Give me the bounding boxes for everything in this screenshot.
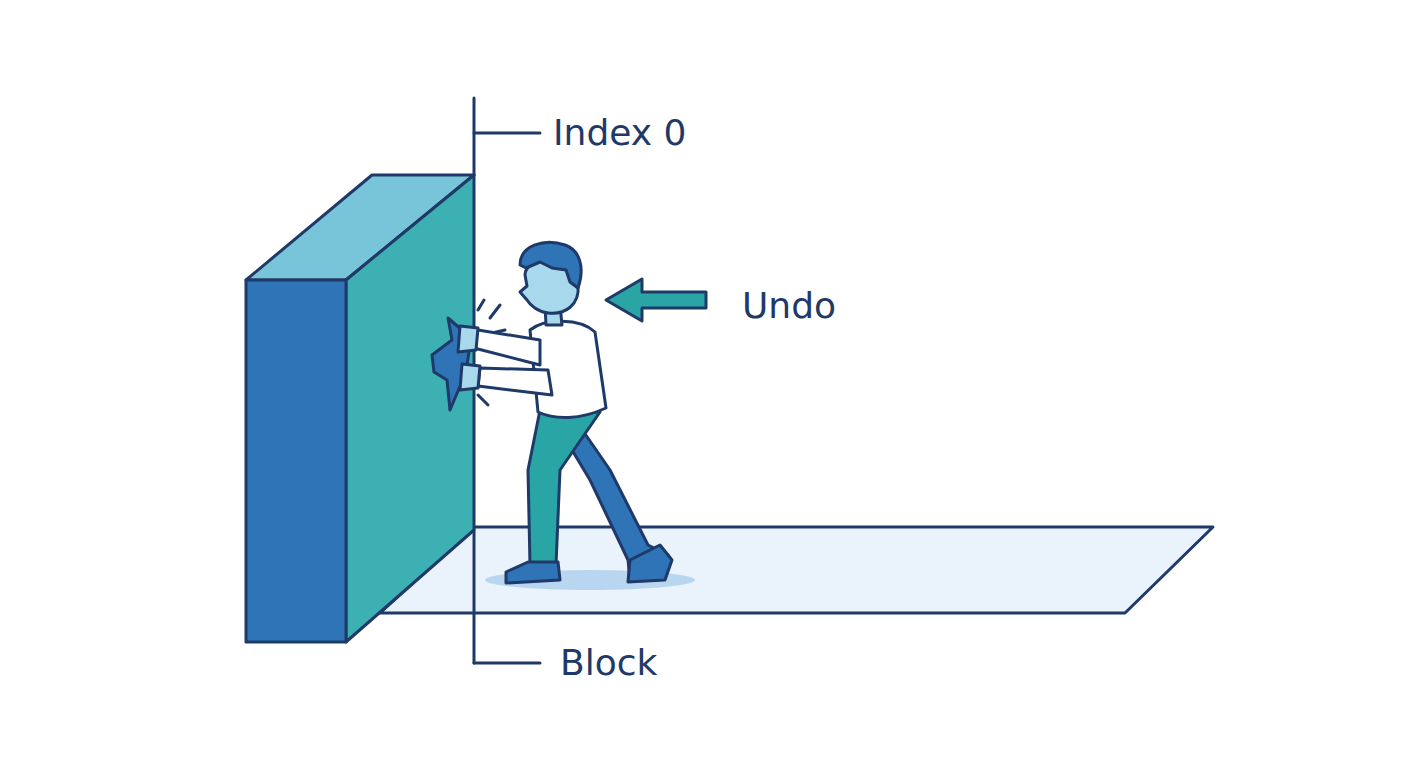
person-arm bbox=[474, 330, 540, 365]
person-leg bbox=[528, 410, 600, 565]
leader-line bbox=[474, 132, 540, 135]
undo-arrow bbox=[606, 279, 706, 321]
impact-line bbox=[490, 305, 500, 318]
impact-line bbox=[478, 395, 488, 405]
floor-plane bbox=[380, 527, 1213, 613]
impact-line bbox=[478, 300, 484, 310]
person-hair bbox=[520, 242, 581, 288]
person-arm bbox=[478, 368, 552, 395]
callout-label: Block bbox=[560, 643, 657, 683]
person-shoe bbox=[506, 562, 560, 583]
leader-line bbox=[473, 530, 476, 663]
wall-side bbox=[346, 175, 474, 642]
leader-line bbox=[473, 98, 476, 175]
callout-label: Undo bbox=[742, 286, 836, 326]
person-hand bbox=[460, 364, 480, 390]
person-shoe bbox=[628, 545, 672, 582]
person-hand bbox=[458, 326, 478, 352]
leader-line bbox=[474, 662, 540, 665]
wall-front bbox=[246, 280, 346, 642]
callout-label: Index 0 bbox=[553, 113, 686, 153]
